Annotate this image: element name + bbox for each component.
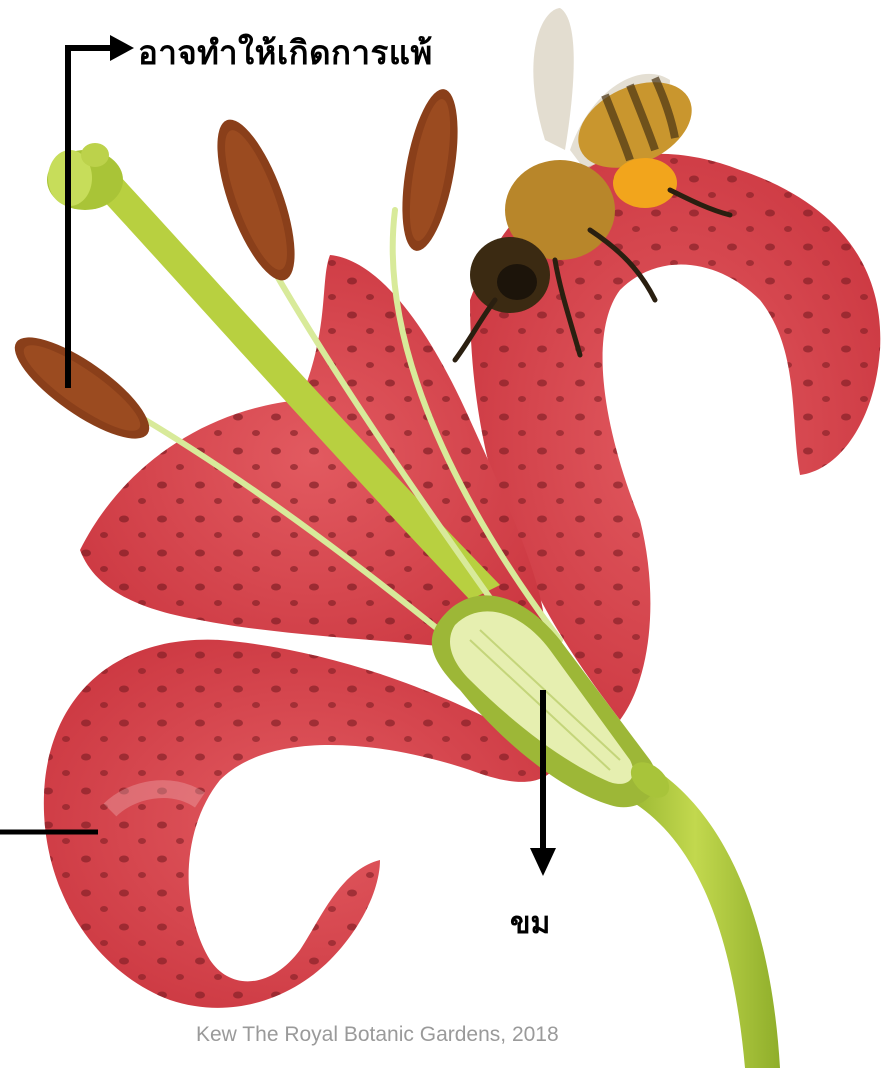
pollen-basket [613, 158, 677, 208]
stigma [47, 143, 123, 210]
bitter-callout-label: ขม [510, 900, 550, 947]
allergy-callout-label: อาจทำให้เกิดการแพ้ [138, 26, 433, 79]
stem [610, 760, 780, 1068]
image-credit: Kew The Royal Botanic Gardens, 2018 [196, 1023, 559, 1047]
